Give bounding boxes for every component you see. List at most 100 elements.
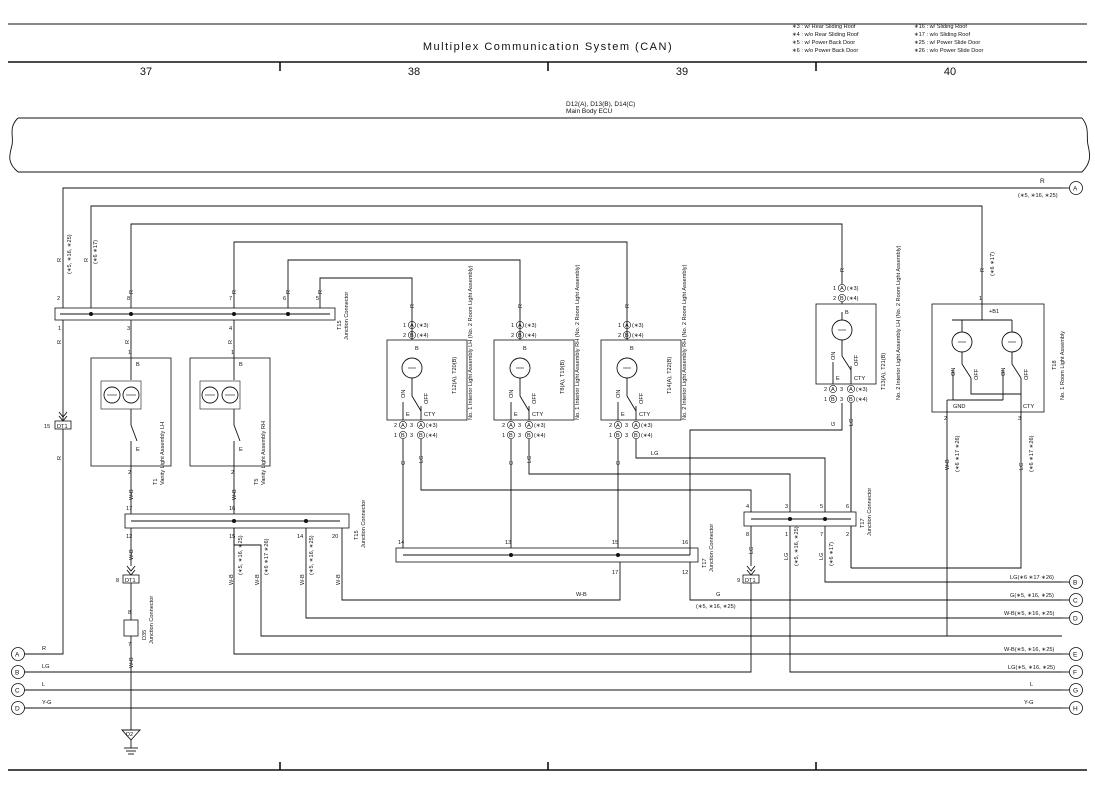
wire-label: G [716,592,720,598]
wire-label: R [286,290,292,294]
svg-text:1: 1 [403,323,406,329]
notes-right: ∗16 : w/ Sliding Roof ∗17 : w/o Sliding … [914,24,983,54]
pin: 15 [229,534,235,540]
connector-id: A [15,652,20,659]
ecu-block [9,117,1091,173]
svg-text:1: 1 [394,433,397,439]
page-title: Multiplex Communication System (CAN) [423,41,673,53]
svg-text:CTY: CTY [424,412,435,418]
svg-text:B: B [634,433,638,439]
connector-id: F [1073,670,1077,677]
terminal: E [239,447,243,453]
svg-text:B: B [410,333,414,339]
wire-label: R [980,268,986,272]
dt1-connector [54,411,72,650]
svg-text:1: 1 [618,323,621,329]
interior-light-wiring [402,439,826,548]
note: ∗4 : w/o Rear Sliding Roof [792,32,859,38]
pin: 8 [746,532,749,538]
connector-id: G [1073,688,1078,695]
pin: 1 [979,296,982,302]
wire-label: LG [651,451,658,457]
component-name: Vanity Light Assembly RH [261,421,267,485]
pin: 16 [682,540,688,546]
wire-label: R [410,304,416,308]
svg-text:B: B [509,433,513,439]
svg-text:A: A [634,423,638,429]
connector-code: DT1 [745,578,756,584]
svg-text:2: 2 [618,333,621,339]
wire-label: W-B [129,489,135,500]
svg-text:E: E [406,412,410,418]
note: ∗25 : w/ Power Slide Door [914,40,980,46]
svg-text:(∗4): (∗4) [641,433,653,439]
wire-condition: (∗5, ∗16, ∗25) [1018,193,1058,199]
pin: 5 [316,296,319,302]
terminal: GND [953,404,965,410]
terminal: E [136,447,140,453]
ground-code: D2 [126,732,133,738]
pin: 14 [297,534,303,540]
pin-number: 8 [116,578,119,584]
ecu-name: Main Body ECU [566,108,613,115]
component-code: T18 [1052,360,1058,370]
wire-label: R [318,290,324,294]
wire-label: W-B [300,574,306,585]
t1-vanity-light-lh [90,357,172,467]
svg-text:ON: ON [616,390,622,398]
wire-condition: (∗6 ∗17 ∗26) [955,435,961,472]
svg-text:CTY: CTY [639,412,650,418]
left-connectors [11,647,25,715]
wire-label: LG [819,553,825,560]
terminal: B [136,362,140,368]
pin: 6 [846,504,849,510]
terminal: +B1 [989,309,999,315]
svg-text:(∗4): (∗4) [417,333,429,339]
svg-text:2: 2 [609,423,612,429]
wire-condition: (∗5, ∗16, ∗25) [67,234,73,274]
wire-label: W-B [229,574,235,585]
wire-label: G [616,461,622,465]
pin: 1 [58,326,61,332]
pin: 15 [612,540,618,546]
column-number: 39 [676,66,688,78]
svg-text:1: 1 [609,433,612,439]
pin: 7 [128,642,131,648]
svg-text:A: A [401,423,405,429]
svg-text:(∗3): (∗3) [534,423,546,429]
pin: 7 [229,296,232,302]
svg-text:3: 3 [840,387,843,393]
component-name: Junction Connector [867,488,873,536]
pin: 14 [398,540,404,546]
connector-id: E [1073,652,1078,659]
pin-number-labels: 12 12 12 12 21 33 21 33 21 33 21 33 [394,286,843,439]
wire-condition: (∗6 ∗17) [829,542,835,566]
svg-text:1: 1 [502,433,505,439]
t15-mid-junction [124,513,1062,655]
column-number: 37 [140,66,152,78]
svg-text:B: B [527,433,531,439]
component-code: T5 [254,478,260,485]
svg-text:A: A [840,286,844,292]
note: ∗3 : w/ Rear Sliding Roof [792,24,856,30]
wire-condition: (∗6 ∗17 ∗26) [264,538,270,575]
wire-label: LG [527,456,533,463]
right-connectors [1062,181,1083,715]
svg-text:(∗4): (∗4) [534,433,546,439]
svg-text:ON: ON [401,390,407,398]
component-name: Junction Connector [709,524,715,572]
notes-left: ∗3 : w/ Rear Sliding Roof ∗4 : w/o Rear … [792,24,859,54]
t5-vanity-light-rh [189,357,271,467]
svg-text:A: A [527,423,531,429]
connector-id: D [15,706,20,713]
switch-on: ON [951,368,957,376]
wire-label: Y-G [1024,700,1033,706]
wire-label: R [57,340,63,344]
component-code: D35 [142,630,148,640]
pin: 1 [128,350,131,356]
wire-label: LG [1019,463,1025,470]
svg-text:3: 3 [410,423,413,429]
switch-on: ON [831,352,837,360]
svg-text:(∗3): (∗3) [856,387,868,393]
